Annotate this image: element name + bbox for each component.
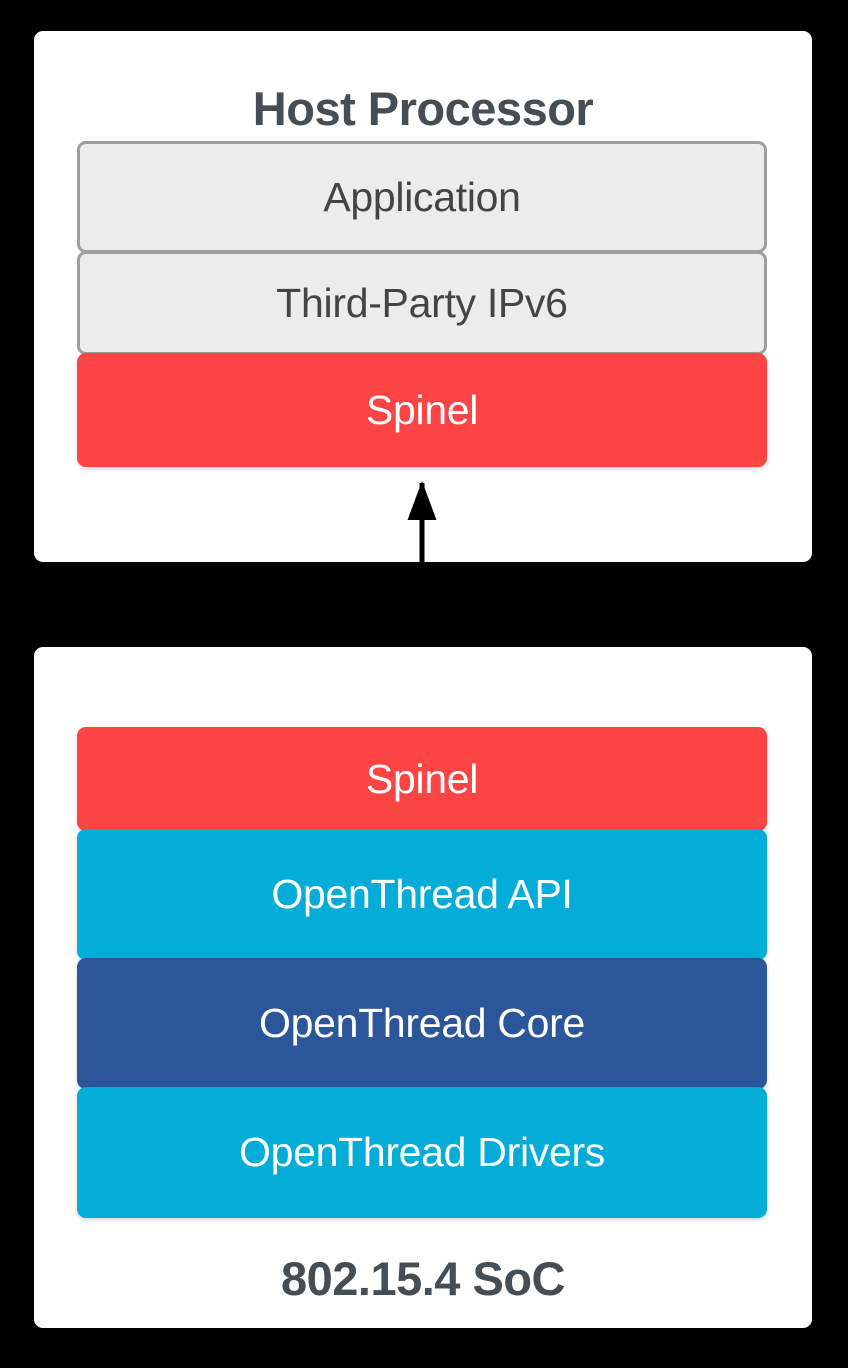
host-layer-stack: Application Third-Party IPv6 Spinel [77, 141, 767, 467]
host-processor-title: Host Processor [252, 82, 594, 135]
layer-soc-spinel[interactable]: Spinel [77, 727, 767, 831]
layer-soc-spinel-label: Spinel [365, 755, 479, 802]
layer-third-party-ipv6-label: Third-Party IPv6 [276, 279, 568, 326]
layer-openthread-api-label: OpenThread API [271, 871, 573, 917]
host-processor-card: Host Processor Application Third-Party I… [34, 31, 812, 562]
soc-card: Spinel OpenThread API OpenThread Core Op… [34, 647, 812, 1328]
soc-title: 802.15.4 SoC [280, 1252, 566, 1305]
layer-openthread-core[interactable]: OpenThread Core [77, 958, 767, 1089]
layer-openthread-drivers[interactable]: OpenThread Drivers [77, 1087, 767, 1218]
layer-openthread-api[interactable]: OpenThread API [77, 829, 767, 960]
layer-application-label: Application [323, 173, 521, 220]
layer-openthread-core-label: OpenThread Core [259, 1000, 585, 1046]
layer-application[interactable]: Application [77, 141, 767, 253]
layer-host-spinel[interactable]: Spinel [77, 353, 767, 467]
layer-host-spinel-label: Spinel [365, 386, 479, 433]
layer-openthread-drivers-label: OpenThread Drivers [238, 1129, 606, 1175]
soc-layer-stack: Spinel OpenThread API OpenThread Core Op… [77, 727, 767, 1218]
layer-third-party-ipv6[interactable]: Third-Party IPv6 [77, 251, 767, 355]
